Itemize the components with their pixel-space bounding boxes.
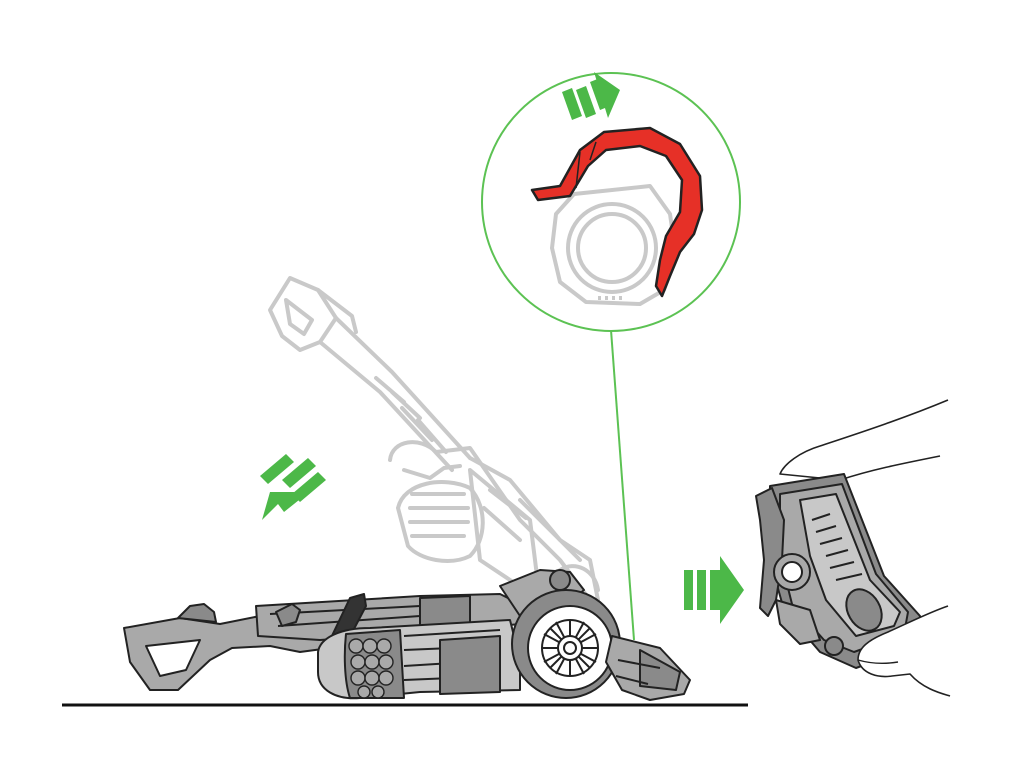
wheel-hub-icon bbox=[541, 619, 599, 677]
reclined-vacuum bbox=[123, 569, 691, 701]
red-latch bbox=[530, 126, 704, 298]
tilt-down-arrow-icon bbox=[260, 454, 326, 520]
release-arrow-icon bbox=[562, 72, 620, 120]
hand-top bbox=[779, 399, 949, 481]
removed-cleaner-head bbox=[755, 399, 951, 697]
cleaner-head-housing bbox=[550, 184, 678, 306]
callout-leader-line bbox=[610, 329, 635, 641]
remove-arrow-icon bbox=[684, 556, 744, 624]
callout-detail bbox=[481, 72, 741, 641]
upright-vacuum-ghost bbox=[268, 276, 600, 602]
